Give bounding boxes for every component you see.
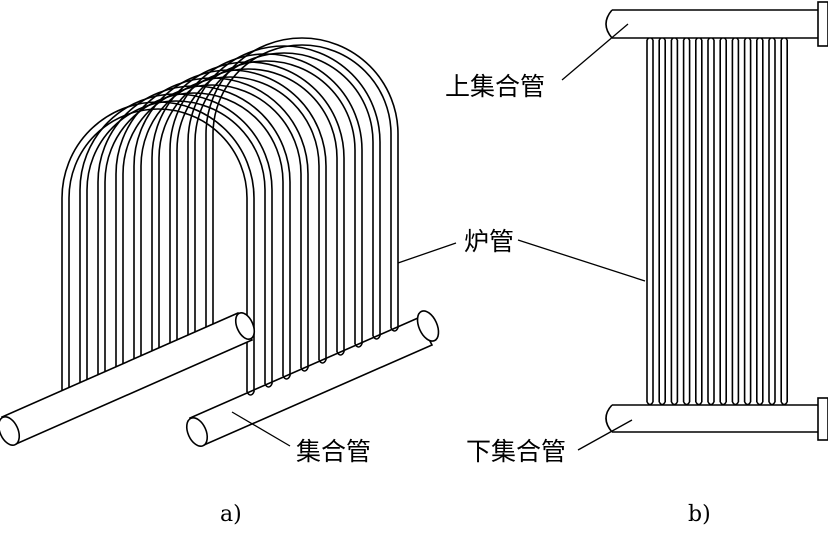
straight-tube	[719, 36, 728, 406]
lower-header-pipe	[605, 397, 828, 441]
label-header: 集合管	[296, 437, 371, 466]
leader-lines	[231, 23, 646, 451]
figure-a	[0, 37, 440, 447]
label-furnace-tube: 炉管	[464, 227, 514, 256]
leader-header	[231, 411, 291, 447]
straight-tube	[731, 36, 740, 406]
straight-tube	[658, 36, 667, 406]
straight-tube	[768, 36, 776, 406]
caption-a: a)	[220, 502, 242, 527]
furnace-tube-arches	[61, 37, 399, 396]
label-upper-header: 上集合管	[445, 72, 545, 101]
straight-tube	[780, 36, 789, 406]
straight-tube	[743, 36, 752, 406]
label-lower-header: 下集合管	[466, 437, 566, 466]
leader-furnace-tube-a	[397, 242, 457, 264]
leader-upper-header	[561, 23, 629, 81]
front-header-pipe	[0, 311, 256, 446]
straight-tube	[707, 36, 715, 406]
leader-furnace-tube-b	[517, 239, 646, 282]
leader-lower-header	[577, 419, 633, 451]
straight-tube	[646, 36, 654, 406]
straight-tube	[682, 36, 691, 406]
caption-b: b)	[688, 502, 711, 527]
furnace-tube-panel	[646, 36, 789, 406]
straight-tube	[694, 36, 703, 406]
arched-tube	[205, 37, 399, 332]
straight-tube	[670, 36, 679, 406]
upper-header-pipe	[605, 1, 828, 47]
straight-tube	[755, 36, 764, 406]
figure-b	[605, 1, 828, 441]
